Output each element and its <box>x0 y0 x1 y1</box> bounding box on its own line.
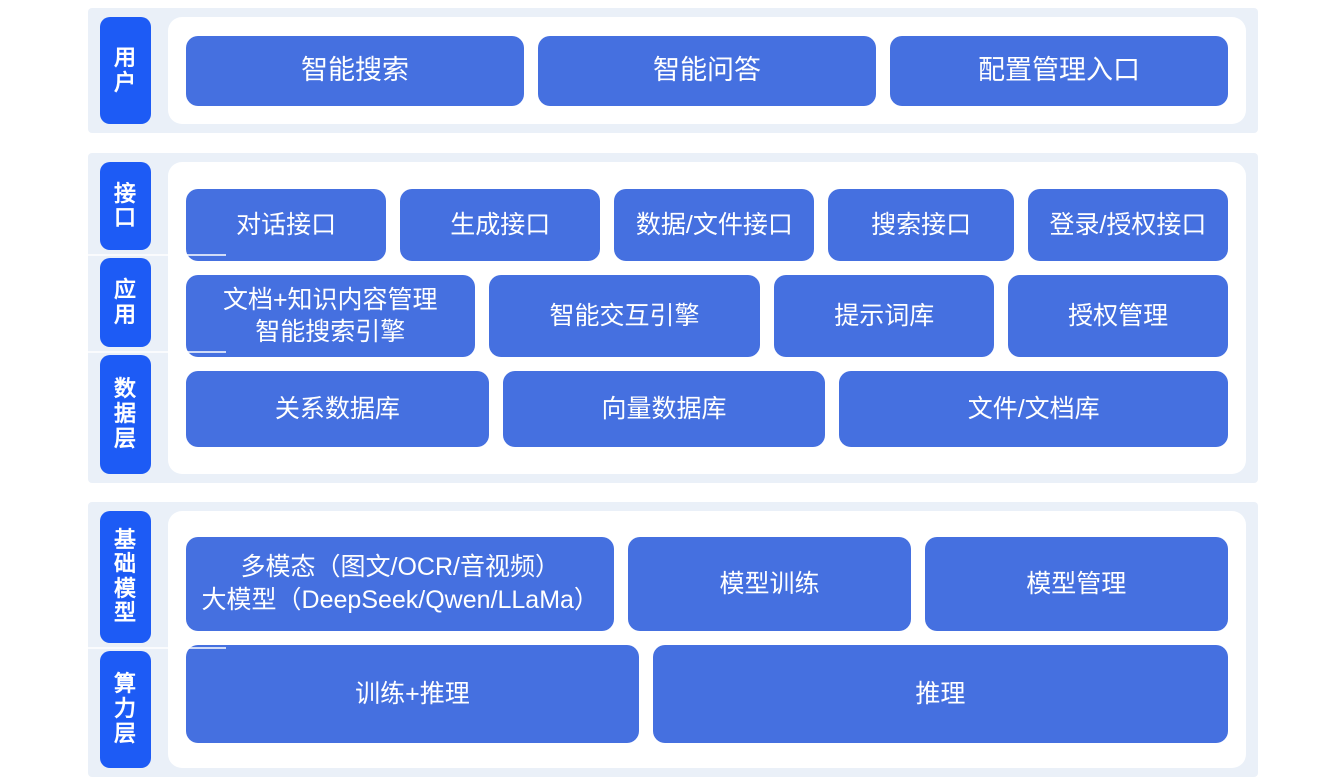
section-middle: 接口 应用 数据层 对话接口 生成接口 数据/文件接口 搜索接口 登录/授权接口… <box>76 153 1258 483</box>
section-user: 用户 智能搜索 智能问答 配置管理入口 <box>88 8 1258 133</box>
row-api: 对话接口 生成接口 数据/文件接口 搜索接口 登录/授权接口 <box>186 189 1228 261</box>
layer-tab-user[interactable]: 用户 <box>100 17 151 124</box>
box-dialog-api[interactable]: 对话接口 <box>186 189 387 261</box>
tab-column-bottom: 基础模型 算力层 <box>76 502 226 777</box>
box-inference[interactable]: 推理 <box>652 644 1228 743</box>
box-smart-interaction-engine[interactable]: 智能交互引擎 <box>488 275 761 357</box>
layer-tab-label: 应用 <box>113 276 137 327</box>
box-config-management-entry[interactable]: 配置管理入口 <box>890 35 1228 106</box>
tab-divider <box>76 643 226 651</box>
tab-column-middle: 接口 应用 数据层 <box>76 153 226 483</box>
box-vector-database[interactable]: 向量数据库 <box>502 371 826 447</box>
box-prompt-library[interactable]: 提示词库 <box>774 275 995 357</box>
box-smart-qa[interactable]: 智能问答 <box>538 35 876 106</box>
tab-divider <box>76 250 226 258</box>
row-compute: 训练+推理 推理 <box>186 644 1228 743</box>
box-generation-api[interactable]: 生成接口 <box>400 189 601 261</box>
box-smart-search[interactable]: 智能搜索 <box>186 35 524 106</box>
layer-tab-foundation-model[interactable]: 基础模型 <box>100 511 151 643</box>
layer-tab-label: 基础模型 <box>113 526 137 626</box>
box-file-document-store[interactable]: 文件/文档库 <box>839 371 1228 447</box>
layer-tab-label: 接口 <box>113 180 137 231</box>
layer-tab-label: 算力层 <box>113 671 137 746</box>
card-middle: 对话接口 生成接口 数据/文件接口 搜索接口 登录/授权接口 文档+知识内容管理… <box>168 162 1246 474</box>
card-bottom: 多模态（图文/OCR/音视频） 大模型（DeepSeek/Qwen/LLaMa）… <box>168 511 1246 768</box>
row-data: 关系数据库 向量数据库 文件/文档库 <box>186 371 1228 447</box>
tab-column-user: 用户 <box>88 8 163 133</box>
box-training-inference[interactable]: 训练+推理 <box>186 644 639 743</box>
box-doc-knowledge-management[interactable]: 文档+知识内容管理 智能搜索引擎 <box>186 275 475 357</box>
box-search-api[interactable]: 搜索接口 <box>828 189 1014 261</box>
box-model-training[interactable]: 模型训练 <box>628 536 911 631</box>
tab-divider <box>76 347 226 355</box>
card-user: 智能搜索 智能问答 配置管理入口 <box>168 17 1246 124</box>
layer-tab-application[interactable]: 应用 <box>100 258 151 347</box>
layer-tab-compute[interactable]: 算力层 <box>100 650 151 768</box>
row-user-entries: 智能搜索 智能问答 配置管理入口 <box>186 35 1228 106</box>
box-model-management[interactable]: 模型管理 <box>924 536 1228 631</box>
layer-tab-data[interactable]: 数据层 <box>100 354 151 474</box>
layer-tab-interface[interactable]: 接口 <box>100 162 151 251</box>
box-login-auth-api[interactable]: 登录/授权接口 <box>1027 189 1228 261</box>
box-relational-database[interactable]: 关系数据库 <box>186 371 489 447</box>
layer-tab-label: 用户 <box>113 44 137 95</box>
layer-tab-label: 数据层 <box>113 376 137 451</box>
row-model: 多模态（图文/OCR/音视频） 大模型（DeepSeek/Qwen/LLaMa）… <box>186 536 1228 631</box>
box-data-file-api[interactable]: 数据/文件接口 <box>614 189 815 261</box>
box-multimodal-large-model[interactable]: 多模态（图文/OCR/音视频） 大模型（DeepSeek/Qwen/LLaMa） <box>186 536 615 631</box>
row-application: 文档+知识内容管理 智能搜索引擎 智能交互引擎 提示词库 授权管理 <box>186 275 1228 357</box>
box-authorization-management[interactable]: 授权管理 <box>1008 275 1228 357</box>
section-bottom: 基础模型 算力层 多模态（图文/OCR/音视频） 大模型（DeepSeek/Qw… <box>76 502 1258 777</box>
